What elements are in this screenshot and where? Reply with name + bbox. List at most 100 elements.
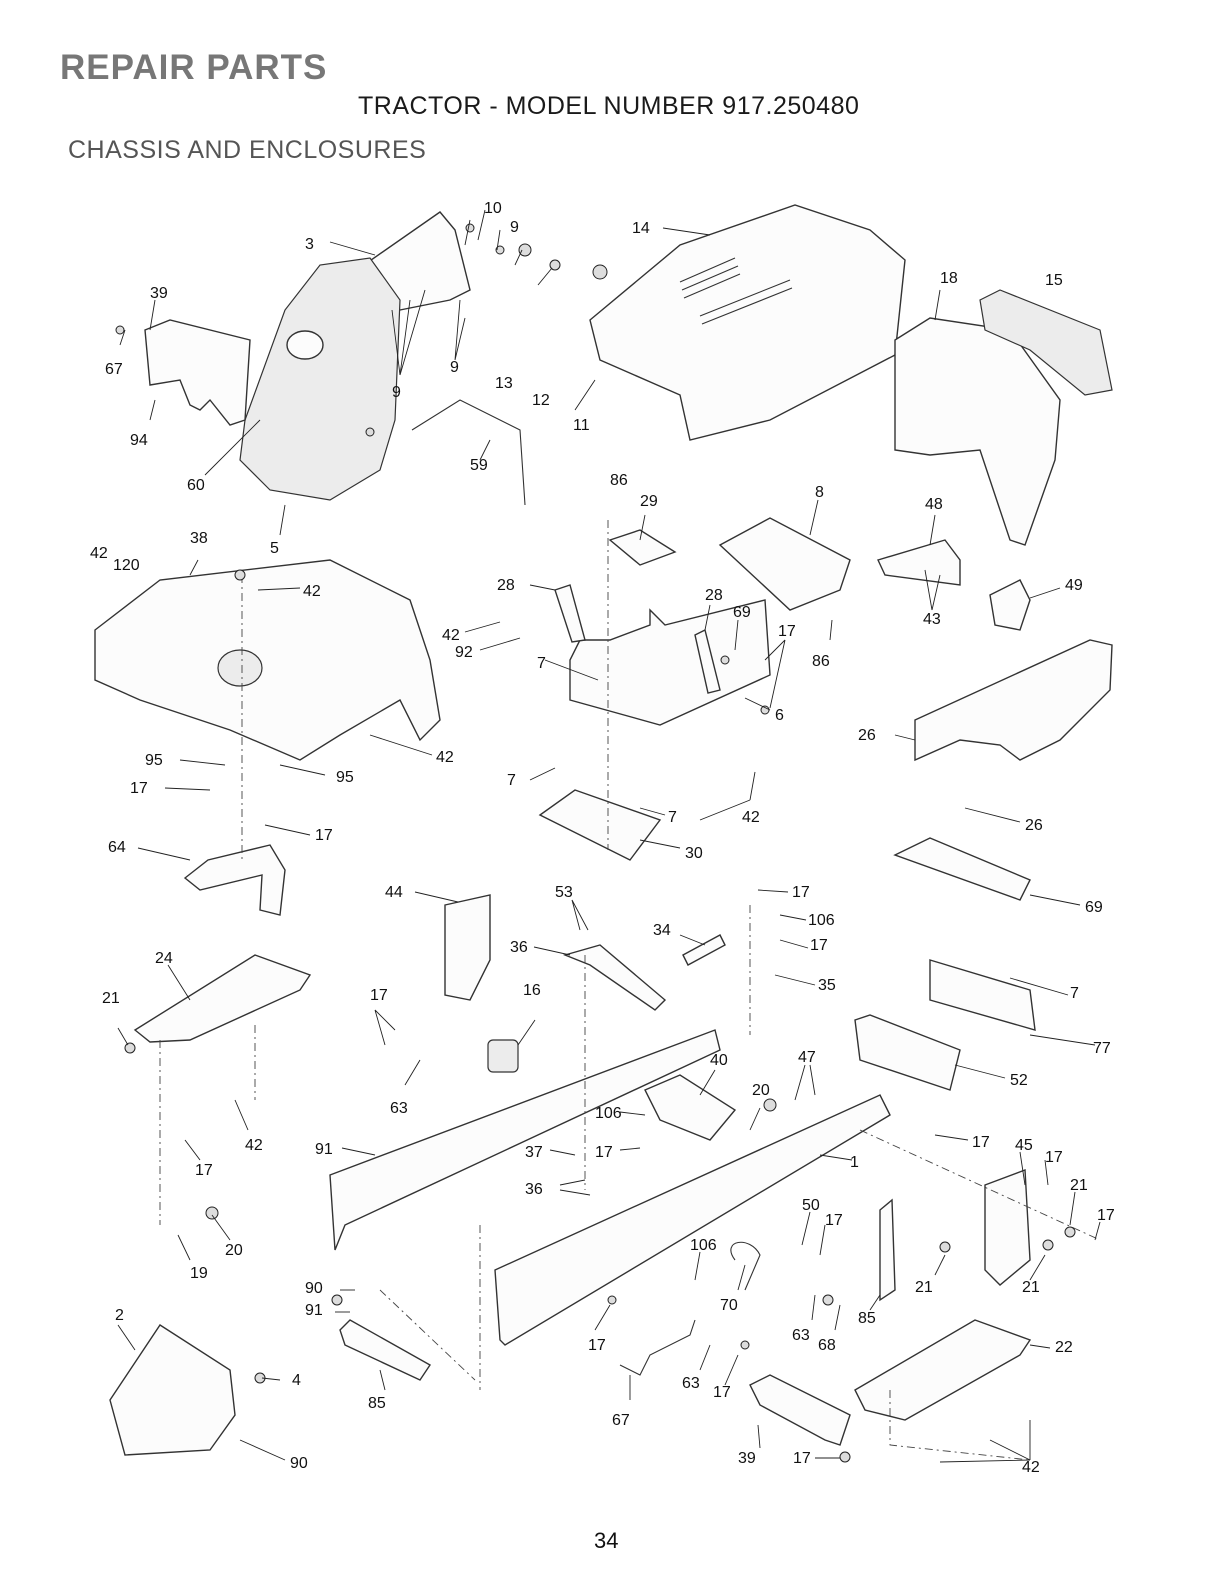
callout-67: 67 (612, 1412, 630, 1429)
callout-34: 36 (510, 939, 528, 956)
callout-7: 7 (537, 655, 546, 672)
callout-6: 6 (775, 707, 784, 724)
callout-9-b: 9 (392, 384, 401, 401)
callout-21: 21 (102, 990, 120, 1007)
callout-33: 35 (818, 977, 836, 994)
callout-47-b: 42 (303, 583, 321, 600)
callout-120: 120 (113, 557, 140, 574)
part-34-bracket (562, 944, 667, 1011)
callout-59: 67 (105, 361, 123, 378)
callout-39: 39 (738, 1450, 756, 1467)
hood-vents (679, 257, 793, 325)
callout-85: 85 (368, 1395, 386, 1412)
callout-38: 39 (150, 285, 168, 302)
callout-10: 10 (484, 200, 502, 217)
part-67-rod (619, 1319, 696, 1376)
part-29-bracket-right (694, 628, 721, 694)
part-16-gasket (487, 1039, 519, 1073)
callout-4: 4 (292, 1372, 301, 1389)
callout-47-e: 42 (742, 809, 760, 826)
callout-53: 59 (470, 457, 488, 474)
callout-5: 5 (270, 540, 279, 557)
section-heading: CHASSIS AND ENCLOSURES (68, 136, 427, 164)
callout-18: 18 (940, 270, 958, 287)
callout-labels: 10 9 3 14 18 15 39 67 9 9 13 12 11 94 59… (90, 200, 1115, 1476)
part-18-grille-housing (894, 317, 1061, 546)
part-24-footrest (854, 1319, 1032, 1421)
callout-17-j: 17 (195, 1162, 213, 1179)
callout-17-f: 17 (370, 987, 388, 1004)
callout-86-b: 90 (290, 1455, 308, 1472)
page-title: REPAIR PARTS (60, 48, 328, 87)
callout-9-c: 9 (450, 359, 459, 376)
callout-94: 106 (808, 912, 835, 929)
callout-7-b: 7 (507, 772, 516, 789)
callout-21-c: 21 (915, 1279, 933, 1296)
part-37-fender (94, 559, 441, 761)
callout-17-k: 17 (1097, 1207, 1115, 1224)
callout-35: 37 (525, 1144, 543, 1161)
callout-17-i: 17 (1045, 1149, 1063, 1166)
callout-12: 12 (532, 392, 550, 409)
callout-30: 30 (685, 845, 703, 862)
callout-17-o: 17 (793, 1450, 811, 1467)
callout-50: 52 (1010, 1072, 1028, 1089)
assembly-center-lines (159, 520, 1101, 1461)
callout-84: 85 (858, 1310, 876, 1327)
callout-19: 19 (190, 1265, 208, 1282)
part-6-firewall (569, 599, 771, 726)
callout-26: 26 (1025, 817, 1043, 834)
page-number: 34 (594, 1528, 619, 1553)
callout-20-b: 20 (225, 1242, 243, 1259)
callout-106: 106 (690, 1237, 717, 1254)
callout-49: 49 (1065, 577, 1083, 594)
part-1-frame-right (494, 1094, 891, 1346)
part-31-bracket (608, 529, 677, 566)
fender-emblem (217, 649, 263, 687)
fuel-opening (286, 330, 324, 360)
part-30-floor-plate (538, 789, 662, 861)
callout-47-g: 42 (1022, 1459, 1040, 1476)
part-84-bracket (879, 1198, 896, 1302)
part-58-seat-bracket (183, 844, 286, 916)
callout-37: 38 (190, 530, 208, 547)
part-15-grille-insert (979, 289, 1113, 396)
callout-29-b: 28 (705, 587, 723, 604)
part-2-plate (109, 1324, 236, 1456)
callout-21-b: 21 (1070, 1177, 1088, 1194)
part-32-small-bracket (682, 934, 726, 966)
part-85-bracket (339, 1319, 432, 1381)
callout-7-c: 7 (668, 809, 677, 826)
callout-17-m: 17 (588, 1337, 606, 1354)
callout-36: 36 (525, 1181, 543, 1198)
callout-77: 77 (1093, 1040, 1111, 1057)
callout-15: 15 (1045, 272, 1063, 289)
callout-70: 70 (720, 1297, 738, 1314)
callout-91: 91 (315, 1141, 333, 1158)
part-5-dash-cover (239, 257, 401, 501)
callout-20: 20 (752, 1082, 770, 1099)
callout-86: 90 (305, 1280, 323, 1297)
callout-17-g: 17 (972, 1134, 990, 1151)
callout-16: 16 (523, 982, 541, 999)
part-50-grille (854, 1014, 961, 1091)
part-29-bracket-left (554, 584, 586, 643)
part-14-hood (589, 204, 906, 441)
callout-7-d: 7 (1070, 985, 1079, 1002)
callout-11: 11 (573, 417, 590, 434)
callout-3: 3 (305, 236, 314, 253)
callout-21-d: 21 (1022, 1279, 1040, 1296)
callout-45: 50 (802, 1197, 820, 1214)
part-28-footrest (133, 954, 312, 1043)
callout-17-d: 17 (792, 884, 810, 901)
callout-17-h: 17 (595, 1144, 613, 1161)
callout-47-f: 42 (245, 1137, 263, 1154)
callout-14: 14 (632, 220, 650, 237)
callout-90: 92 (455, 644, 473, 661)
callout-40: 40 (710, 1052, 728, 1069)
part-39-bracket (749, 1374, 851, 1446)
part-49-bracket (989, 579, 1031, 631)
callout-31: 29 (640, 493, 658, 510)
